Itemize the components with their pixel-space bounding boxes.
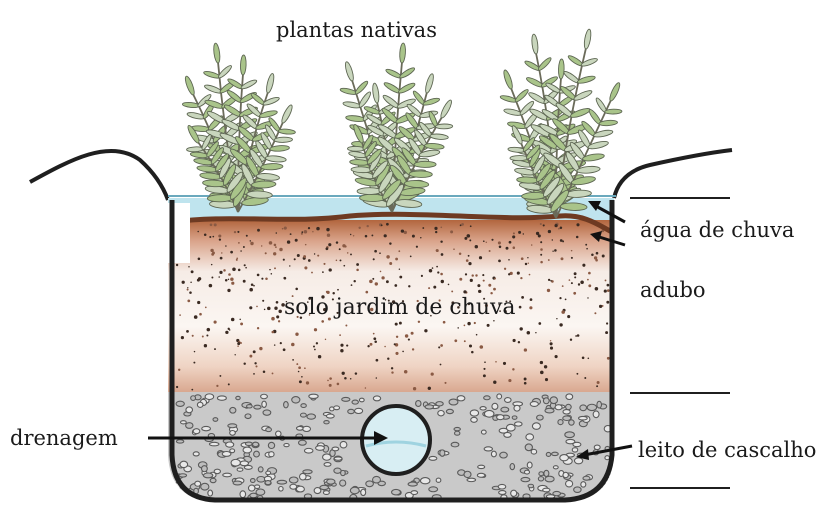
plant-clump-3 (500, 29, 622, 218)
ground-line-left (30, 151, 168, 200)
compost-label: adubo (640, 280, 706, 301)
plant-clump-1 (182, 43, 295, 212)
native-plants (182, 29, 622, 218)
gravel-bed-label: leito de cascalho (638, 440, 816, 461)
plant-clump-2 (340, 43, 454, 212)
plants-label: plantas nativas (276, 20, 437, 41)
soil-label: solo jardim de chuva (284, 297, 516, 319)
drainage-label: drenagem (10, 428, 118, 449)
rain-water-label: água de chuva (640, 220, 794, 241)
drainage-pipe (362, 406, 430, 474)
ground-line-right (614, 150, 732, 198)
label-mask (162, 203, 190, 263)
